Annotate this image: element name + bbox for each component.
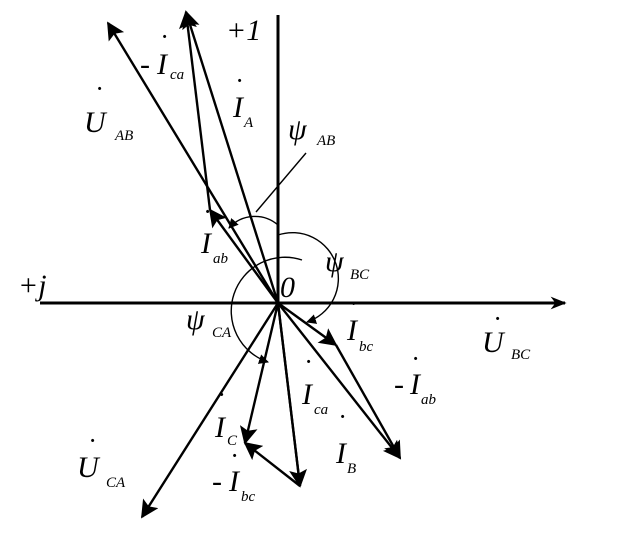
svg-text:I: I [409, 368, 422, 401]
svg-text:AB: AB [316, 133, 335, 149]
i-ab-label: · I ab [200, 197, 229, 267]
svg-text:·: · [236, 66, 243, 95]
u-ca-vector [140, 302, 280, 519]
svg-text:I: I [232, 91, 245, 124]
i-ca-label: · I ca [301, 347, 328, 418]
svg-text:BC: BC [350, 267, 370, 283]
u-ca-label: · U CA [77, 426, 126, 491]
neg-i-ab-label: - · I ab [394, 344, 437, 408]
psi-bc-arc [277, 231, 340, 324]
u-bc-vector [277, 302, 402, 460]
i-ab-vector [208, 208, 279, 304]
i-a-label: · I A [232, 66, 254, 131]
svg-text:I: I [156, 48, 169, 81]
psi-ab-arc [228, 215, 279, 229]
psi-ca-arc [230, 256, 303, 364]
svg-text:I: I [346, 314, 359, 347]
i-ca-vector [276, 302, 302, 487]
svg-text:·: · [96, 74, 103, 103]
svg-text:I: I [214, 411, 227, 444]
svg-text:B: B [347, 461, 356, 477]
svg-text:U: U [84, 106, 108, 139]
svg-text:I: I [228, 465, 241, 498]
svg-text:I: I [200, 227, 213, 260]
svg-text:·: · [218, 380, 225, 409]
svg-text:·: · [412, 344, 419, 373]
neg-i-ca-label: - · I ca [140, 22, 184, 83]
svg-text:ab: ab [213, 251, 229, 267]
svg-text:-: - [140, 48, 150, 81]
u-bc-label: · U BC [482, 304, 531, 363]
i-b-label: · I B [335, 402, 356, 477]
i-bc-label: · I bc [346, 289, 374, 355]
svg-text:·: · [494, 304, 501, 333]
svg-text:A: A [243, 115, 254, 131]
i-c-label: · I C [214, 380, 238, 449]
i-c-vector [239, 302, 280, 445]
i-a-vector [182, 10, 280, 304]
svg-text:C: C [227, 433, 238, 449]
svg-text:ψ: ψ [288, 113, 308, 146]
svg-text:bc: bc [359, 339, 374, 355]
svg-text:CA: CA [106, 475, 126, 491]
svg-text:ψ: ψ [325, 245, 345, 278]
svg-text:ψ: ψ [186, 303, 206, 336]
i-bc-vector [277, 302, 338, 347]
origin-label: 0 [280, 271, 295, 304]
psi-ab-pointer [255, 152, 307, 213]
psi-bc-label: ψ BC [325, 245, 370, 283]
svg-text:·: · [305, 347, 312, 376]
neg-i-bc-label: - · I bc [212, 441, 256, 505]
u-ab-label: · U AB [84, 74, 133, 144]
neg-i-ab-vector [334, 344, 402, 460]
svg-text:·: · [350, 289, 357, 318]
svg-text:I: I [301, 378, 314, 411]
svg-text:ab: ab [421, 392, 437, 408]
real-axis-label: +1 [226, 14, 261, 47]
psi-ca-label: ψ CA [186, 303, 232, 341]
imag-axis-label: +j [18, 269, 47, 302]
svg-text:·: · [339, 402, 346, 431]
svg-text:AB: AB [114, 128, 133, 144]
neg-i-ca-vector [179, 10, 212, 211]
svg-text:CA: CA [212, 325, 232, 341]
svg-text:U: U [77, 451, 101, 484]
u-ab-vector [106, 21, 280, 304]
svg-text:I: I [335, 437, 348, 470]
svg-text:-: - [212, 465, 222, 498]
svg-text:bc: bc [241, 489, 256, 505]
svg-text:ca: ca [170, 67, 184, 83]
svg-text:ca: ca [314, 402, 328, 418]
svg-text:·: · [89, 426, 96, 455]
svg-text:U: U [482, 326, 506, 359]
psi-ab-label: ψ AB [288, 113, 335, 149]
svg-text:·: · [231, 441, 238, 470]
neg-i-bc-vector [243, 441, 301, 487]
svg-text:-: - [394, 368, 404, 401]
svg-text:·: · [204, 197, 211, 226]
svg-text:·: · [161, 22, 168, 51]
svg-text:BC: BC [511, 347, 531, 363]
